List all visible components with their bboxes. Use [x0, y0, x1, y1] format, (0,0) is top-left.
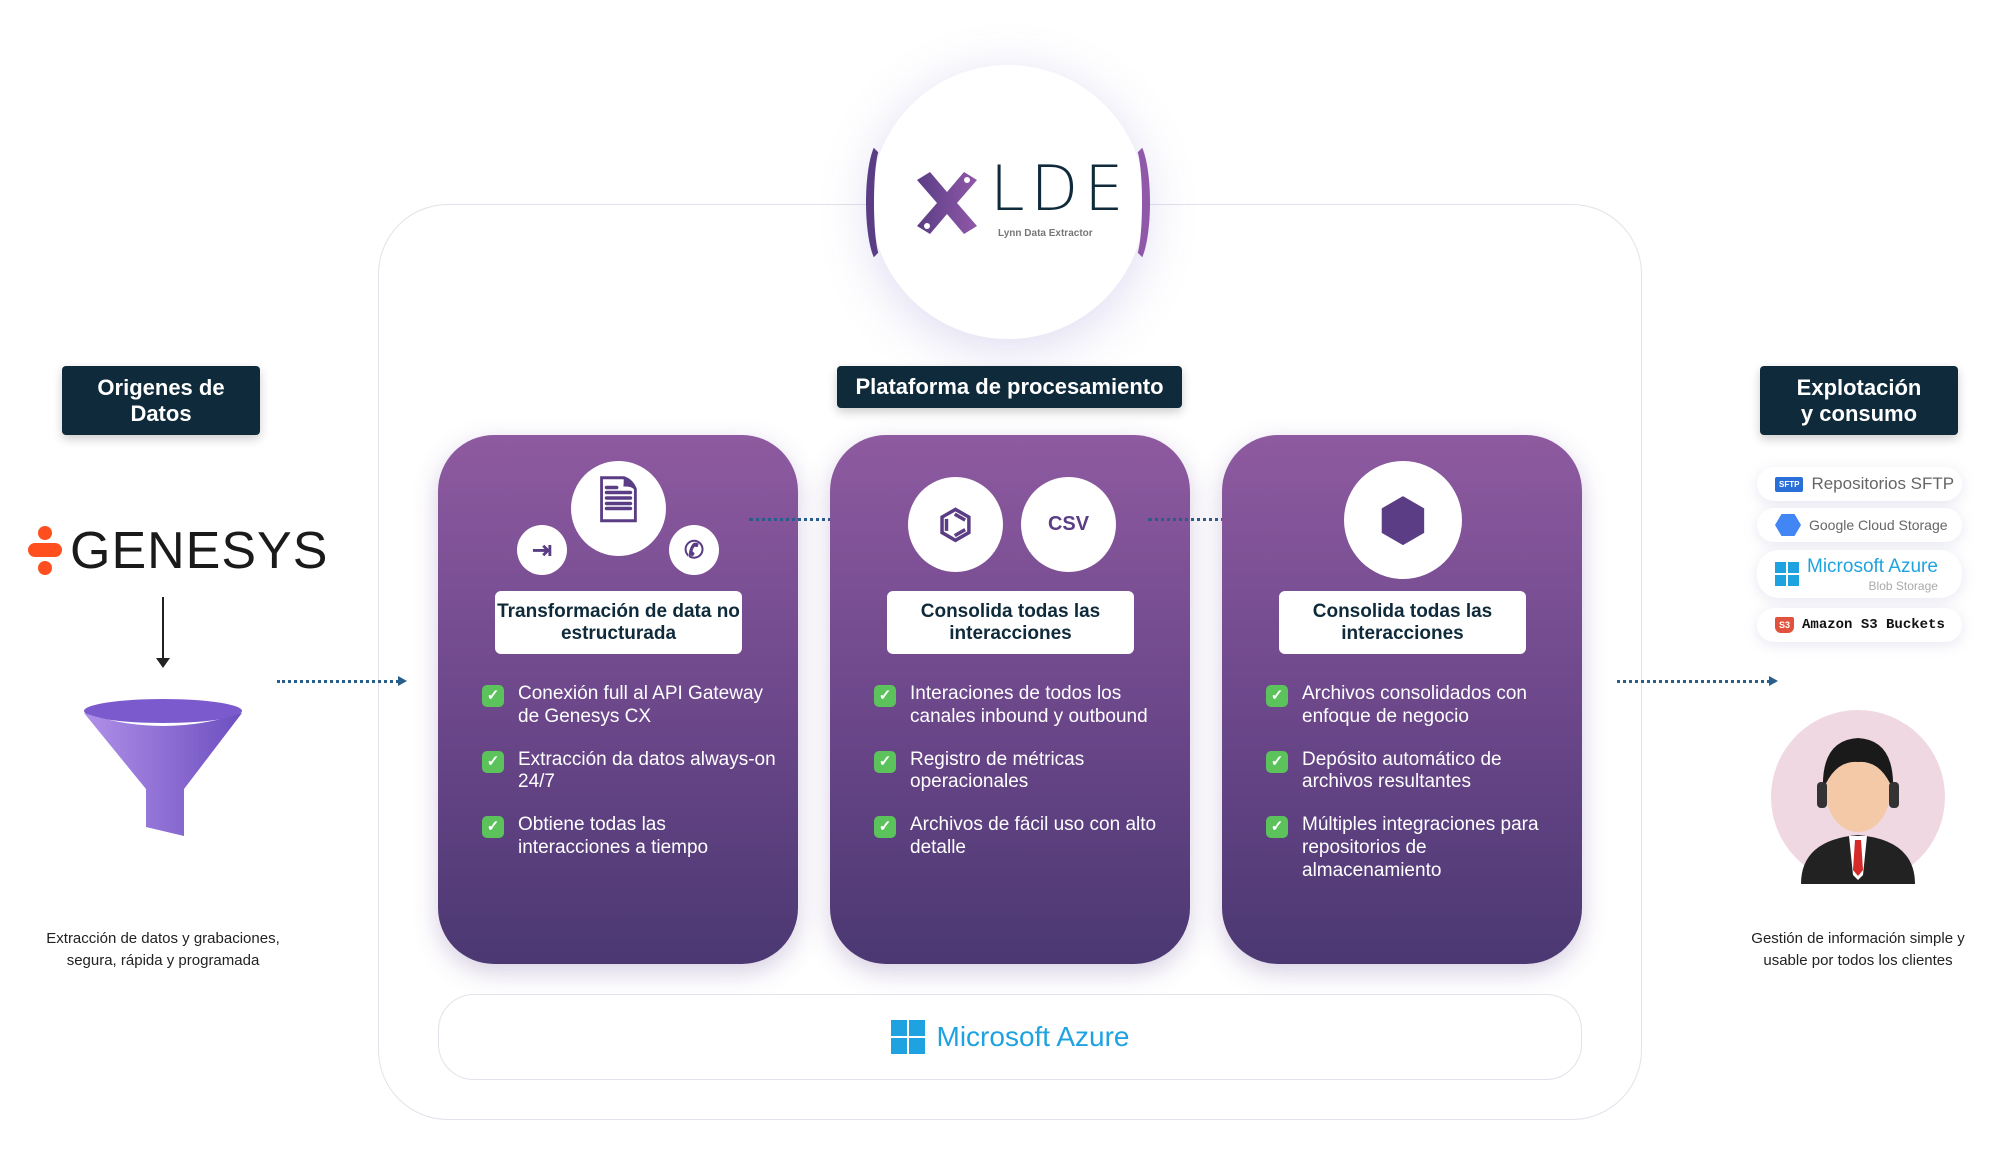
check-icon: ✓ — [874, 685, 896, 707]
document-icon: 🗎 — [571, 461, 666, 556]
down-arrow-line — [162, 597, 164, 661]
sftp-icon: SFTP — [1775, 476, 1804, 492]
check-icon: ✓ — [1266, 816, 1288, 839]
destination-s3: S3 Amazon S3 Buckets — [1757, 608, 1962, 642]
card-title: Consolida todas las interacciones — [887, 591, 1134, 654]
azure-platform-bar: Microsoft Azure — [438, 994, 1582, 1080]
circuit-icon: ⌬ — [908, 477, 1003, 572]
check-icon: ✓ — [482, 685, 504, 707]
platform-label: Plataforma de procesamiento — [837, 366, 1182, 408]
logo-text: LDE — [990, 152, 1130, 225]
login-icon: ⇥ — [517, 525, 567, 575]
card-title: Consolida todas las interacciones — [1279, 591, 1526, 654]
bullet-item: ✓Archivos consolidados con enfoque de ne… — [1266, 683, 1566, 729]
check-icon: ✓ — [482, 816, 504, 839]
funnel-icon — [84, 699, 242, 836]
card-title: Transformación de data no estructurada — [495, 591, 742, 654]
azure-text: Microsoft Azure — [936, 1021, 1130, 1052]
genesys-text: GENESYS — [70, 522, 329, 580]
bracket-left — [866, 140, 896, 265]
genesys-mark-icon — [28, 526, 62, 575]
bullet-item: ✓Registro de métricas operacionales — [874, 749, 1174, 795]
card-consolidate: ⌬ CSV Consolida todas las interacciones … — [830, 435, 1190, 964]
csv-file-icon: CSV — [1021, 477, 1116, 572]
x-logo-icon — [917, 172, 977, 234]
origins-label: Origenes de Datos — [62, 366, 260, 435]
google-cloud-icon — [1775, 514, 1801, 536]
bullet-item: ✓Depósito automático de archivos resulta… — [1266, 749, 1566, 795]
check-icon: ✓ — [874, 816, 896, 839]
check-icon: ✓ — [1266, 685, 1288, 707]
genesys-logo: GENESYS — [28, 522, 328, 580]
phone-icon: ✆ — [669, 525, 719, 575]
bullet-item: ✓Archivos de fácil uso con alto detalle — [874, 814, 1174, 860]
consumption-label: Explotación y consumo — [1760, 366, 1958, 435]
bullet-item: ✓Extracción da datos always-on 24/7 — [482, 749, 782, 795]
bullet-item: ✓Interaciones de todos los canales inbou… — [874, 683, 1174, 729]
destination-azure-blob: Microsoft Azure Blob Storage — [1757, 550, 1962, 598]
bullet-item: ✓Obtiene todas las interacciones a tiemp… — [482, 814, 782, 860]
bullet-item: ✓Múltiples integraciones para repositori… — [1266, 814, 1566, 882]
destination-gcs: Google Cloud Storage — [1757, 508, 1962, 542]
bracket-right — [1120, 140, 1150, 265]
destination-sftp: SFTP Repositorios SFTP — [1757, 467, 1962, 501]
card-transform: 🗎 ⇥ ✆ Transformación de data no estructu… — [438, 435, 798, 964]
box-icon: ⬢ — [1344, 461, 1462, 579]
down-arrow-icon — [156, 658, 170, 668]
check-icon: ✓ — [482, 750, 504, 773]
flow-arrow-out — [1617, 676, 1778, 686]
origins-caption: Extracción de datos y grabaciones, segur… — [46, 930, 280, 969]
logo-circle — [871, 65, 1145, 339]
windows-logo-icon — [890, 1020, 925, 1054]
check-icon: ✓ — [874, 750, 896, 773]
check-icon: ✓ — [1266, 750, 1288, 773]
windows-logo-icon — [1775, 562, 1799, 586]
consumption-caption: Gestión de información simple y usable p… — [1751, 930, 1965, 969]
logo-subtitle: Lynn Data Extractor — [998, 228, 1093, 239]
agent-avatar — [1771, 710, 1945, 884]
card-deliver: ⬢ Consolida todas las interacciones ✓Arc… — [1222, 435, 1582, 964]
s3-bucket-icon: S3 — [1775, 617, 1795, 633]
flow-arrow-in — [277, 676, 407, 686]
bullet-item: ✓Conexión full al API Gateway de Genesys… — [482, 683, 782, 729]
